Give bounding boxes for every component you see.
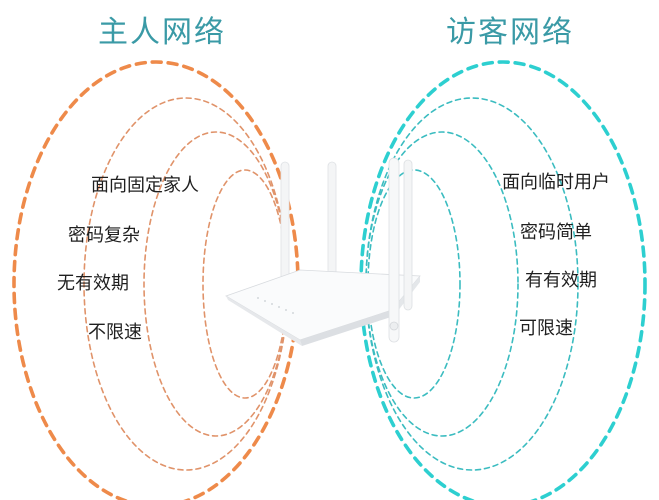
router-icon — [225, 157, 421, 346]
guest-feature-audience: 面向临时用户 — [502, 172, 610, 193]
guest-wave-3 — [365, 131, 519, 437]
host-network-title: 主人网络 — [98, 15, 226, 50]
host-feature-speed: 不限速 — [88, 322, 142, 343]
guest-wave-2 — [365, 97, 579, 471]
host-feature-password: 密码复杂 — [68, 225, 140, 246]
host-feature-validity: 无有效期 — [57, 273, 129, 294]
guest-feature-speed: 可限速 — [519, 318, 573, 339]
guest-feature-validity: 有有效期 — [525, 270, 597, 291]
guest-network-title: 访客网络 — [446, 15, 574, 50]
guest-feature-password: 密码简单 — [520, 222, 592, 243]
host-feature-audience: 面向固定家人 — [91, 175, 199, 196]
